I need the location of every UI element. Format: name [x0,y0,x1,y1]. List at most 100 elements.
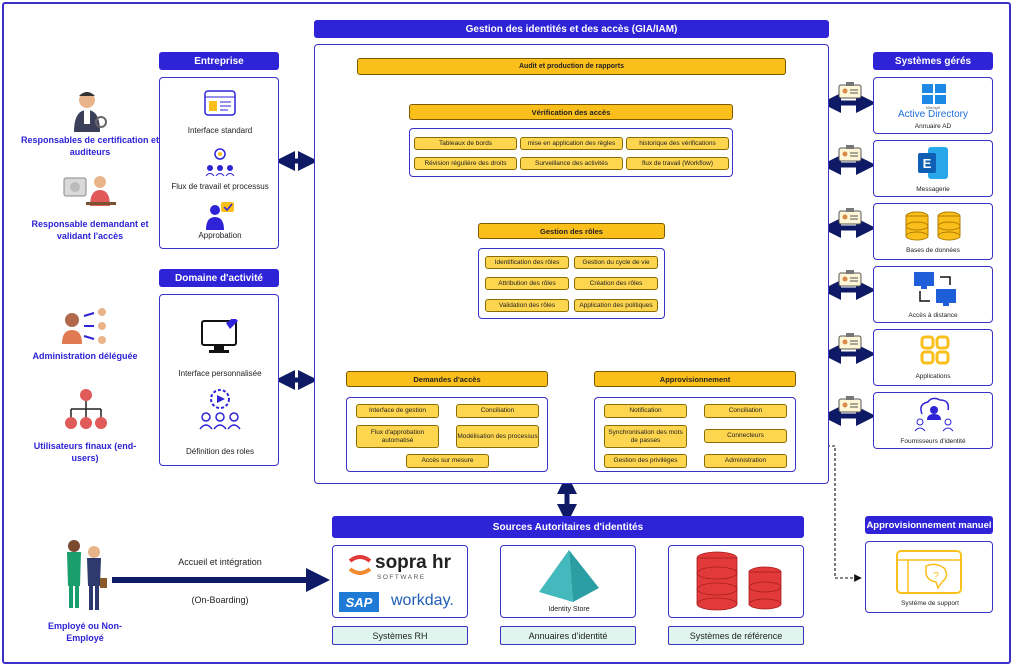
roles-header: Gestion des rôles [478,223,665,239]
sopra-logo-text: sopra hr [375,552,452,573]
system-messaging-label: Messagerie [916,186,950,193]
delegated-admin-icon [60,306,114,351]
entreprise-box: Interface standard Flux de travail et pr… [159,77,279,249]
auditor-figure-icon [70,88,110,139]
sap-logo: SAP [339,592,379,612]
delegated-label: Administration déléguée [32,351,138,361]
windows-logo-icon [921,83,947,110]
system-applications: Applications [873,329,993,386]
roles-chip-1: Identification des rôles [485,256,569,269]
sources-tab-reference: Systèmes de référence [668,626,804,645]
id-badge-icon [838,208,862,230]
ad-logo-text: Active Directory [897,109,968,120]
onboarding-en-label: (On-Boarding) [191,595,249,605]
demandes-chip-1: Interface de gestion [356,404,439,418]
roles-chip-3: Attribution des rôles [485,277,569,290]
id-badge-icon [838,82,862,104]
id-badge-icon [838,396,862,418]
id-badge-icon [838,145,862,167]
verif-chip-2: mise en application des règles [520,137,623,150]
approval-person-icon [204,200,236,235]
sources-tab-hr: Systèmes RH [332,626,468,645]
svg-text:E: E [923,156,932,171]
workflow-people-icon [204,146,236,181]
auditors-label: Responsables de certification et auditeu… [20,135,160,158]
roles-chip-4: Création des rôles [574,277,658,290]
approv-chip-3: Synchronisation des mots de passes [604,425,687,448]
ad-logo-small: Microsoft [925,106,941,110]
verif-chip-3: historique des vérifications [626,137,729,150]
main-title: Gestion des identités et des accès (GIA/… [314,20,829,38]
approv-chip-5: Gestion des privilèges [604,454,687,468]
verif-chip-6: flux de travail (Workflow) [626,157,729,170]
identity-store-box: Identity Store [500,545,636,618]
sopra-logo-sub: SOFTWARE [377,574,426,581]
role-definition-icon [198,387,242,436]
demandes-header: Demandes d'accès [346,371,548,387]
end-users-network-icon [64,387,108,436]
employee-label: Employé ou Non-Employé [48,621,122,644]
approvisionnement-header: Approvisionnement [594,371,796,387]
domaine-header: Domaine d'activité [159,269,279,287]
id-badge-icon [838,333,862,355]
system-applications-label: Applications [915,373,951,380]
approv-chip-1: Notification [604,404,687,418]
standard-interface-icon [204,90,236,123]
system-idp-label: Fournisseurs d'identité [900,438,966,445]
requester-figure-icon [62,174,118,217]
verification-header: Vérification des accès [409,104,733,120]
system-ad-label: Annuaire AD [914,123,952,130]
roles-chip-2: Gestion du cycle de vie [574,256,658,269]
verif-chip-1: Tableaux de bords [414,137,517,150]
demandes-chip-4: Modélisation des processus [456,425,539,448]
systemes-header: Systèmes gérés [873,52,993,70]
requesters-label: Responsable demandant et validant l'accè… [31,219,149,242]
employee-figure-icon [62,538,108,619]
identity-store-label: Identity Store [548,606,590,613]
remote-access-icon [912,271,958,312]
entreprise-header: Entreprise [159,52,279,70]
exchange-logo-icon: E [916,145,950,186]
system-remote: Accès à distance [873,266,993,323]
reference-database-icon [695,551,785,618]
domaine-box: Interface personnalisée Définition des r… [159,294,279,466]
support-system-icon: ? [896,550,962,601]
manuel-box: ? Système de support [865,541,993,613]
approv-chip-6: Administration [704,454,787,468]
onboarding-label: Accueil et intégration [178,557,262,567]
roles-chip-6: Application des politiques [574,299,658,312]
demandes-chip-3: Flux d'approbation automatisé [356,425,439,448]
demandes-chip-2: Conciliation [456,404,539,418]
sopra-logo-icon [347,555,373,580]
approv-chip-2: Conciliation [704,404,787,418]
hr-logos-box: sopra hr SOFTWARE SAP workday. [332,545,468,618]
svg-text:?: ? [933,571,939,582]
domaine-item-2: Définition des roles [185,447,255,456]
identity-store-pyramid-icon [537,548,601,609]
entreprise-item-3: Approbation [198,231,242,240]
id-badge-icon [838,270,862,292]
sources-header: Sources Autoritaires d'identités [332,516,804,538]
roles-chip-5: Validation des rôles [485,299,569,312]
verif-chip-5: Surveillance des activités [520,157,623,170]
system-databases-label: Bases de données [906,247,960,254]
database-icon [904,210,964,247]
audit-bar: Audit et production de rapports [357,58,786,75]
manuel-header: Approvisionnement manuel [865,516,993,534]
workday-logo: workday. [391,592,454,609]
system-ad: Microsoft Active Directory Annuaire AD [873,77,993,134]
entreprise-item-1: Interface standard [187,126,253,135]
domaine-item-1: Interface personnalisée [178,369,262,378]
system-databases: Bases de données [873,203,993,260]
system-remote-label: Accès à distance [908,312,958,319]
demandes-chip-5: Accès sur mesure [406,454,489,468]
manuel-item-label: Système de support [901,600,959,607]
applications-icon [920,335,950,370]
identity-provider-icon [914,396,954,437]
system-messaging: E Messagerie [873,140,993,197]
sources-tab-directories: Annuaires d'identité [500,626,636,645]
entreprise-item-2: Flux de travail et processus [171,182,269,191]
reference-systems-box [668,545,804,618]
